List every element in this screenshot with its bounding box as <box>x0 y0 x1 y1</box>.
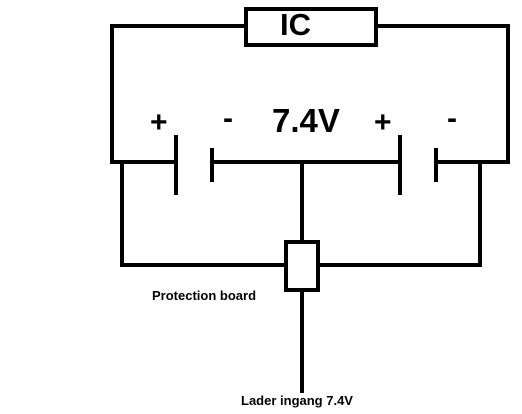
wire-bottom-right <box>316 160 482 267</box>
cell1-minus-sign: - <box>223 102 233 135</box>
wire-top-left <box>110 24 248 164</box>
wire-top-right <box>374 24 510 164</box>
charger-input-label: Lader ingang 7.4V <box>241 393 353 408</box>
protection-board-label: Protection board <box>152 288 257 303</box>
ic-block <box>244 7 378 47</box>
ic-label: IC <box>280 7 311 42</box>
protection-board-block <box>284 240 320 292</box>
cell1-plus-sign: + <box>150 106 168 139</box>
cell2-minus-sign: - <box>447 102 457 135</box>
wire-bottom-left <box>120 160 288 267</box>
voltage-label: 7.4V <box>272 102 340 139</box>
cell2-plus-sign: + <box>374 106 392 139</box>
